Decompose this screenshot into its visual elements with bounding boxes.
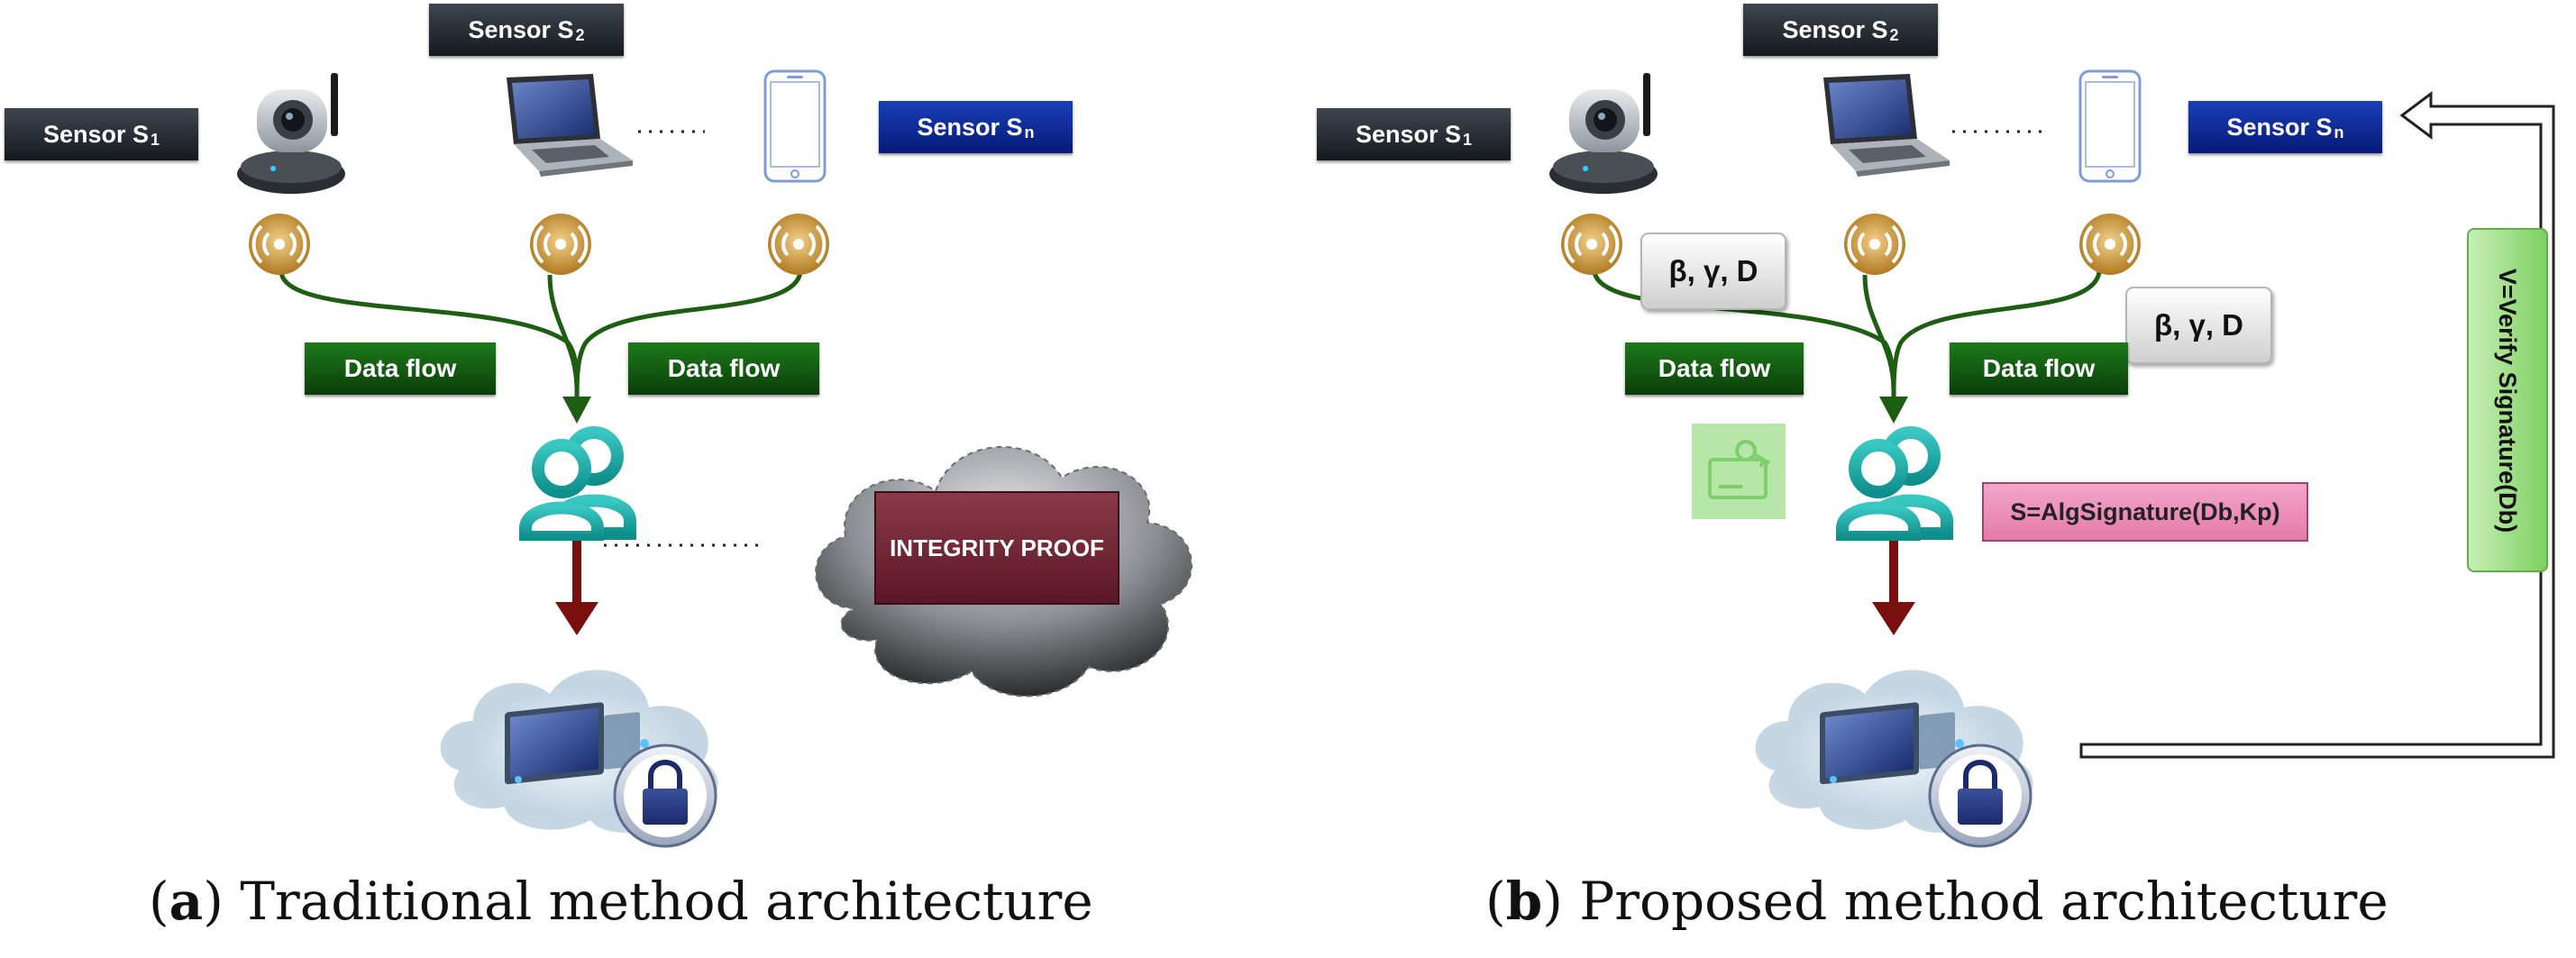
sensor-label-text: Sensor S xyxy=(42,120,150,148)
sensor-subscript: 2 xyxy=(575,25,585,44)
wifi-antenna-icon xyxy=(530,214,591,275)
sensor-label-text: Sensor S xyxy=(468,15,574,43)
panel-a-connectors xyxy=(279,130,803,635)
verify-signature-box: V=Verify Signature(Db) xyxy=(2467,228,2548,572)
caption-text: Traditional method architecture xyxy=(240,871,1093,932)
laptop-icon xyxy=(507,74,633,177)
sensor-subscript: 2 xyxy=(1889,25,1899,44)
panel-b-connectors xyxy=(1592,91,2555,759)
wifi-antenna-icon xyxy=(1844,214,1905,275)
sensor-label-text: Sensor S xyxy=(2226,113,2333,141)
flow-line-right xyxy=(574,271,803,397)
data-flow-label-right: Data flow xyxy=(1950,342,2128,395)
secure-cloud-lock-icon xyxy=(440,670,718,848)
wifi-antenna-icon xyxy=(2079,214,2141,275)
key-card-icon xyxy=(1692,424,1786,519)
params-box-left: β, γ, D xyxy=(1640,233,1786,310)
smartphone-icon xyxy=(2078,69,2142,183)
upload-arrowhead xyxy=(1872,602,1915,635)
wifi-antenna-icon xyxy=(249,214,310,275)
flow-arrowhead xyxy=(562,397,591,424)
flow-arrowhead xyxy=(1879,397,1908,424)
signature-box: S=AlgSignature(Db,Kp) xyxy=(1982,482,2308,542)
caption-text: Proposed method architecture xyxy=(1579,871,2389,932)
wifi-antenna-icon xyxy=(768,214,829,275)
laptop-icon xyxy=(1823,74,1950,177)
data-flow-label-left: Data flow xyxy=(1625,342,1804,395)
data-flow-label-left: Data flow xyxy=(305,342,496,395)
sensor-subscript: n xyxy=(1024,123,1035,141)
caption-a: (a) Traditional method architecture xyxy=(149,871,1093,932)
sensor-subscript: 1 xyxy=(1463,130,1473,149)
flow-line-right xyxy=(1891,271,2102,397)
sensor-subscript: n xyxy=(2334,123,2344,141)
user-group-icon xyxy=(519,426,636,541)
secure-cloud-lock-icon xyxy=(1755,670,2033,848)
verify-signature-text: V=Verify Signature(Db) xyxy=(2494,268,2522,533)
verify-feedback-arrow xyxy=(2079,91,2555,759)
sensor-subscript: 1 xyxy=(151,130,160,149)
params-box-right: β, γ, D xyxy=(2125,287,2272,364)
caption-letter: b xyxy=(1505,871,1543,932)
sensor-label-text: Sensor S xyxy=(917,113,1023,141)
ip-camera-icon xyxy=(237,73,345,194)
upload-arrowhead xyxy=(555,602,598,635)
smartphone-icon xyxy=(763,69,827,183)
integrity-proof-box: INTEGRITY PROOF xyxy=(874,491,1119,605)
user-group-icon xyxy=(1836,426,1953,541)
wifi-antenna-icon xyxy=(1561,214,1622,275)
sensor-label-text: Sensor S xyxy=(1355,120,1462,148)
ip-camera-icon xyxy=(1549,73,1658,194)
caption-b: (b) Proposed method architecture xyxy=(1485,871,2389,932)
caption-letter: a xyxy=(169,871,204,932)
data-flow-label-right: Data flow xyxy=(628,342,819,395)
sensor-label-text: Sensor S xyxy=(1782,15,1888,43)
